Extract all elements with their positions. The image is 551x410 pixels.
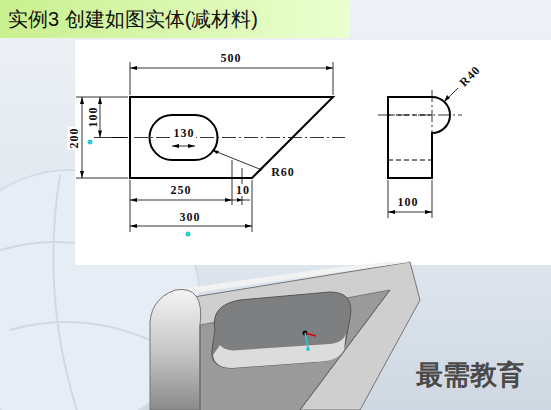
dimension-text: 10 [235,184,251,196]
slide-title: 实例3 创建如图实体(减材料) [8,9,258,29]
front-view [76,62,345,232]
dimension-text: 500 [220,52,243,64]
watermark: 最需教育 [416,362,524,389]
title-bar [0,0,350,38]
drawing-sheet [75,40,551,265]
dimension-text: 200 [67,127,79,150]
dimension-text: 100 [86,106,98,129]
dimension-text: 100 [397,196,420,208]
solid-render [150,262,420,410]
dimension-text: 300 [179,211,202,223]
dimension-text: 130 [173,127,196,139]
dimension-text: R60 [270,166,296,178]
side-view [378,88,462,218]
dimension-text: 250 [170,184,193,196]
